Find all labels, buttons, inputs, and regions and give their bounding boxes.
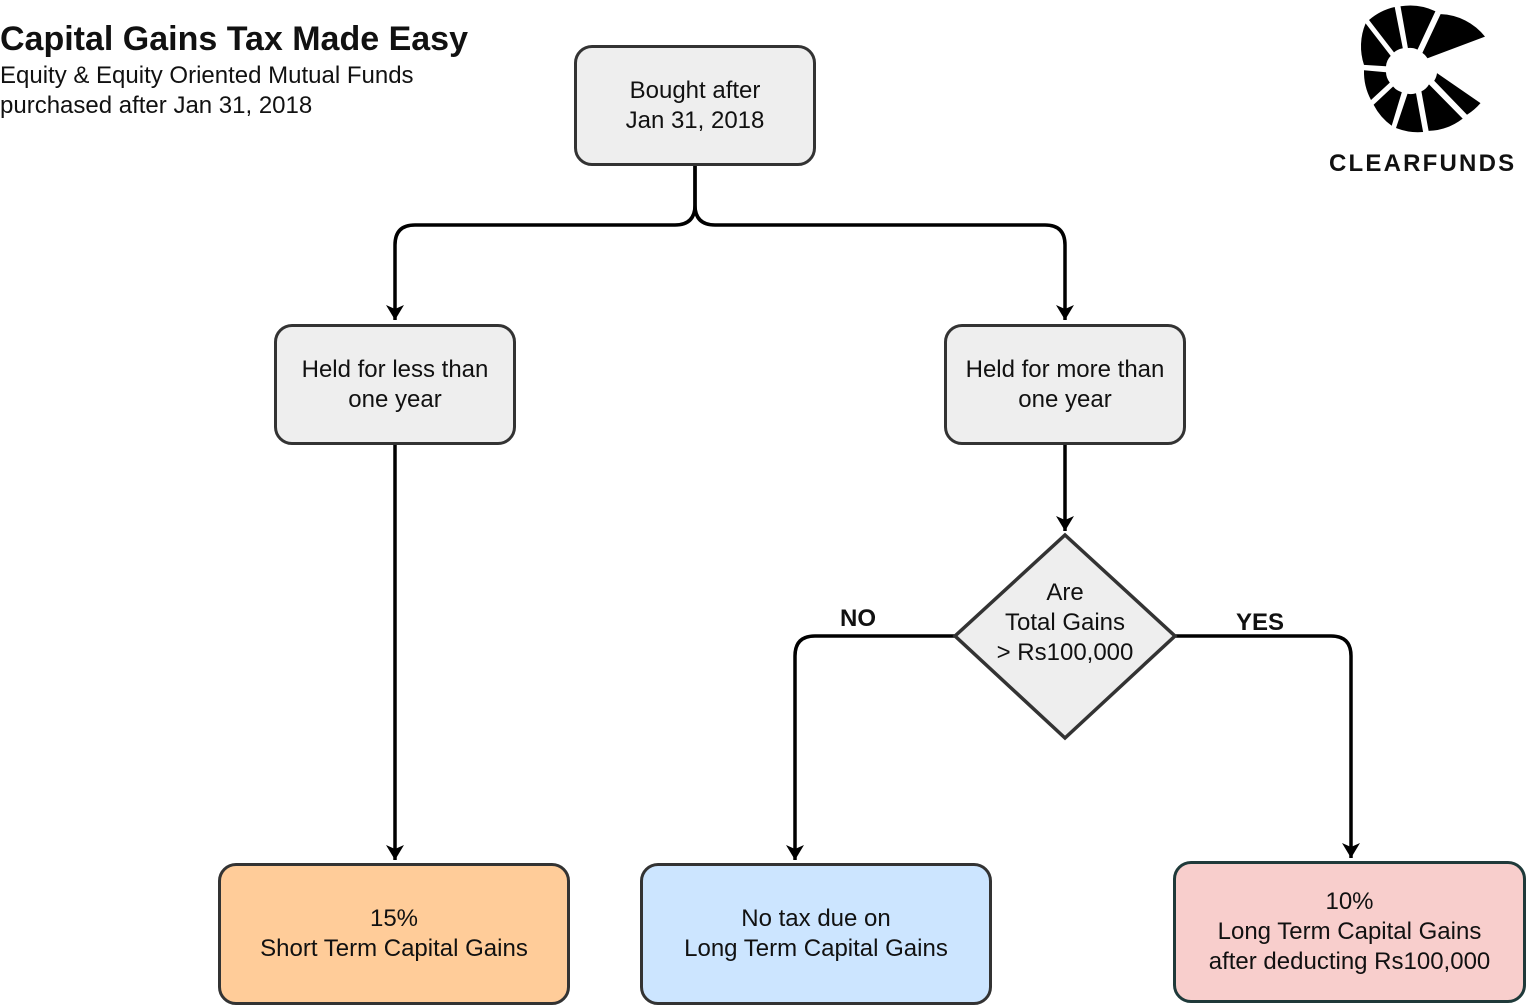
node-held-less-than-year: Held for less than one year	[274, 324, 516, 445]
node-held-more-line2: one year	[1018, 385, 1112, 413]
page-subtitle-line2: purchased after Jan 31, 2018	[0, 92, 313, 119]
page-subtitle-line1: Equity & Equity Oriented Mutual Funds	[0, 62, 414, 89]
decision-line1: Are	[1046, 579, 1084, 606]
connector-start-to-short	[386, 165, 697, 320]
decision-diamond	[952, 532, 1178, 741]
outcome-no-tax-line2: Long Term Capital Gains	[684, 935, 948, 962]
outcome-ltcg-rate: 10%	[1325, 888, 1374, 915]
decision-line2: Total Gains	[1004, 609, 1126, 636]
outcome-no-tax: No tax due on Long Term Capital Gains	[640, 863, 992, 1005]
connector-yes-branch	[1175, 634, 1360, 858]
outcome-no-tax-line1: No tax due on	[741, 905, 891, 932]
branch-label-no: NO	[840, 605, 876, 632]
outcome-ltcg: 10% Long Term Capital Gains after deduct…	[1173, 861, 1526, 1003]
node-held-more-than-year: Held for more than one year	[944, 324, 1186, 445]
node-held-more-line1: Held for more than	[965, 355, 1165, 383]
connector-no-branch	[786, 634, 955, 860]
clearfunds-logo-icon	[1360, 5, 1485, 133]
brand-name: CLEARFUNDS	[1329, 150, 1517, 177]
outcome-ltcg-label: Long Term Capital Gains	[1217, 918, 1482, 945]
node-held-less-line2: one year	[348, 385, 442, 413]
outcome-short-term-rate: 15%	[369, 905, 419, 932]
node-bought-after-line1: Bought after	[629, 76, 761, 104]
node-held-less-line1: Held for less than	[301, 355, 489, 383]
outcome-ltcg-note: after deducting Rs100,000	[1208, 948, 1491, 975]
node-bought-after: Bought after Jan 31, 2018	[574, 45, 816, 166]
outcome-short-term-label: Short Term Capital Gains	[260, 935, 528, 962]
outcome-short-term: 15% Short Term Capital Gains	[218, 863, 570, 1005]
decision-line3: > Rs100,000	[996, 639, 1134, 666]
branch-label-yes: YES	[1236, 609, 1285, 636]
decision-text: Are Total Gains > Rs100,000	[955, 578, 1175, 668]
node-bought-after-line2: Jan 31, 2018	[625, 106, 765, 134]
connector-start-to-long	[693, 165, 1074, 320]
page-title: Capital Gains Tax Made Easy	[0, 20, 468, 58]
